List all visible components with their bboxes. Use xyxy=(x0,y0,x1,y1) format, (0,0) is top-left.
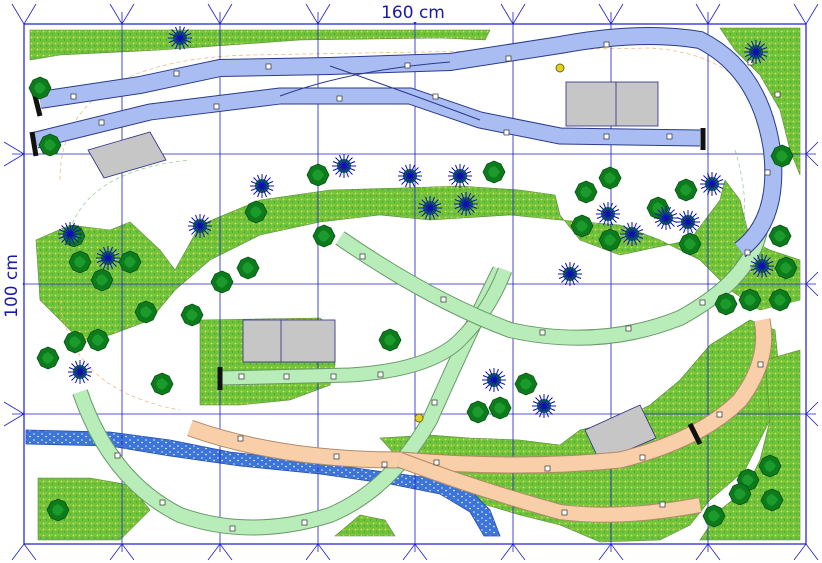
lower-orange-track xyxy=(187,318,773,523)
track-joints xyxy=(70,41,781,532)
river xyxy=(25,429,501,537)
buildings xyxy=(87,81,659,463)
signal-light xyxy=(555,63,565,73)
width-dimension-label: 160 cm xyxy=(381,3,445,23)
upper-blue-tracks xyxy=(33,27,783,258)
guide-arcs xyxy=(59,47,771,411)
signal-light xyxy=(414,413,424,423)
height-dimension-label: 100 cm xyxy=(2,254,22,318)
dimension-labels: 160 cm 100 cm xyxy=(1,2,450,322)
